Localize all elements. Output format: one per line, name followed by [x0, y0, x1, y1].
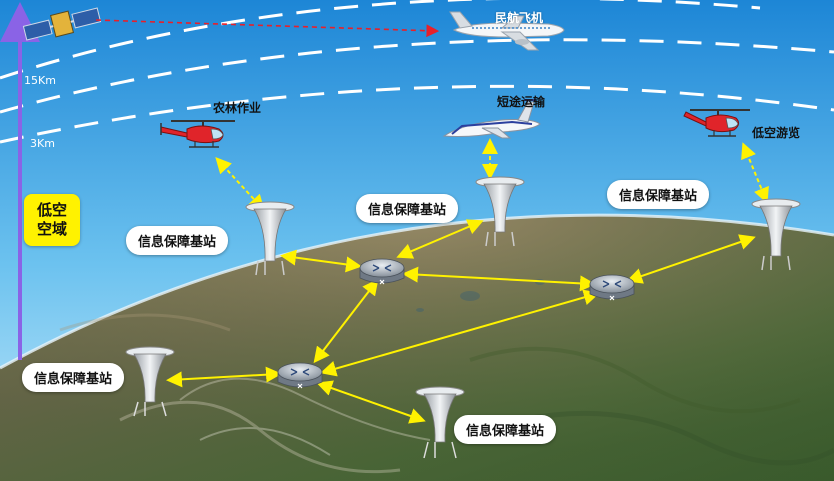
ground-network-links — [166, 219, 756, 424]
altitude-label-3km: 3Km — [30, 137, 55, 150]
air-ground-links — [215, 138, 769, 211]
link-router-b-router-c — [320, 289, 600, 377]
router-b-icon — [589, 274, 635, 301]
satellite-icon — [22, 7, 102, 41]
station-label-center-upper: 信息保障基站 — [356, 194, 459, 223]
business-jet-icon — [442, 99, 541, 139]
link-router-b-tower-right — [626, 234, 756, 284]
altitude-arc-15km — [0, 0, 761, 80]
link-router-a-router-b — [402, 266, 596, 292]
altitude-arc-3km — [0, 84, 834, 144]
router-c-icon — [277, 362, 323, 389]
airliner-icon — [449, 11, 565, 51]
link-tower-left-router-a — [280, 249, 362, 273]
station-label-left-upper: 信息保障基站 — [126, 226, 229, 255]
link-router-c-tower-lower-left — [166, 366, 282, 388]
helicopter-forestry-icon — [160, 120, 235, 148]
badge-line-1: 低空 — [36, 201, 67, 219]
tour-tower-link — [741, 142, 769, 204]
tower-left-upper-icon — [245, 201, 295, 276]
forestry-tower-link — [215, 157, 265, 211]
tower-center-upper-icon — [475, 176, 525, 247]
link-router-a-tower-center — [396, 219, 484, 259]
tour-label: 低空游览 — [752, 126, 801, 140]
low-airspace-badge: 低空 空域 — [24, 194, 80, 246]
short-haul-label: 短途运输 — [497, 95, 546, 109]
helicopter-tour-icon — [683, 109, 750, 137]
altitude-label-15km: 15Km — [24, 74, 56, 87]
tower-left-lower-icon — [125, 346, 175, 417]
satellite-airliner-link — [95, 19, 440, 38]
station-label-bottom-center: 信息保障基站 — [454, 415, 557, 444]
router-a-icon — [359, 258, 405, 285]
badge-line-2: 空域 — [36, 220, 67, 238]
tower-bottom-center-icon — [415, 386, 465, 459]
altitude-arc-mid — [0, 38, 834, 114]
airliner-label: 民航飞机 — [495, 11, 544, 25]
station-label-left-lower: 信息保障基站 — [22, 363, 125, 392]
tower-right-upper-icon — [751, 198, 801, 271]
link-router-c-tower-bottom — [316, 380, 426, 424]
forestry-label: 农林作业 — [213, 101, 262, 115]
station-label-right-upper: 信息保障基站 — [607, 180, 710, 209]
